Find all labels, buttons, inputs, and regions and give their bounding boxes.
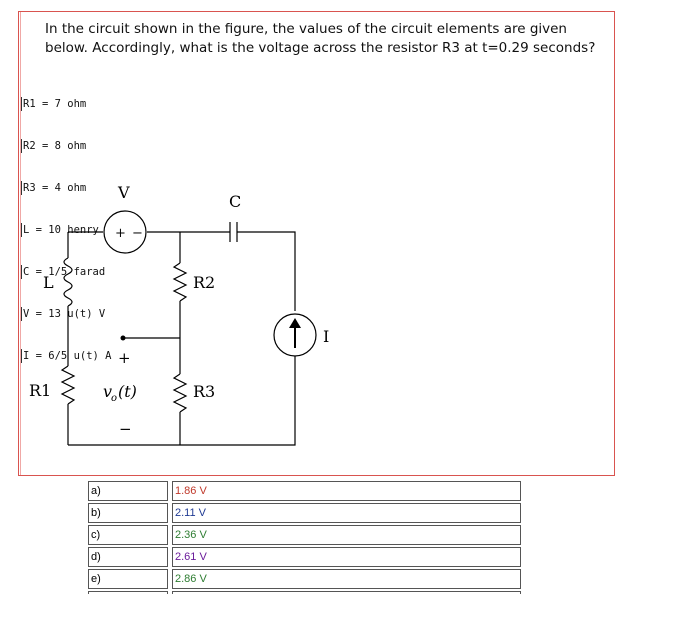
option-value: 2.36 V bbox=[172, 525, 521, 545]
label-r1: R1 bbox=[29, 381, 51, 400]
question-text: In the circuit shown in the figure, the … bbox=[45, 21, 596, 56]
param-r2: R2 = 8 ohm bbox=[21, 139, 112, 153]
option-d[interactable]: d) 2.61 V bbox=[88, 547, 521, 567]
label-vo-arg: (t) bbox=[118, 382, 137, 401]
label-r3: R3 bbox=[193, 382, 215, 401]
label-r2: R2 bbox=[193, 273, 215, 292]
param-c: C = 1/5 farad bbox=[21, 265, 112, 279]
label-plus: + bbox=[118, 349, 131, 367]
voltage-source-circle bbox=[103, 210, 147, 254]
param-r3: R3 = 4 ohm bbox=[21, 181, 112, 195]
option-value: 2.11 V bbox=[172, 503, 521, 523]
option-value: 1.86 V bbox=[172, 481, 521, 501]
param-l: L = 10 henry bbox=[21, 223, 112, 237]
label-vs-plus: + bbox=[115, 226, 126, 241]
label-vo: v bbox=[103, 382, 112, 401]
label-vo-sub: o bbox=[111, 393, 117, 404]
option-value: 2.86 V bbox=[172, 569, 521, 589]
option-letter: c) bbox=[88, 525, 168, 545]
answer-options: a) 1.86 V b) 2.11 V c) 2.36 V d) 2.61 V … bbox=[88, 481, 521, 594]
option-letter: e) bbox=[88, 569, 168, 589]
label-i: I bbox=[323, 327, 329, 346]
label-vs-minus: − bbox=[132, 226, 143, 241]
label-l: L bbox=[43, 273, 54, 292]
label-v: V bbox=[117, 183, 130, 202]
question-frame bbox=[18, 11, 615, 476]
option-row-cutoff bbox=[88, 591, 521, 594]
option-letter: b) bbox=[88, 503, 168, 523]
option-value: 2.61 V bbox=[172, 547, 521, 567]
resistor-r1-zigzag bbox=[60, 365, 76, 405]
param-i: I = 6/5 u(t) A bbox=[21, 349, 112, 363]
frame-inner-line bbox=[20, 12, 21, 475]
circuit-diagram: V + − C L R2 I + R1 v o (t) R3 − bbox=[29, 183, 329, 446]
param-v: V = 13 u(t) V bbox=[21, 307, 112, 321]
option-letter: a) bbox=[88, 481, 168, 501]
resistor-r3-zigzag bbox=[172, 373, 188, 413]
option-b[interactable]: b) 2.11 V bbox=[88, 503, 521, 523]
inductor-coil bbox=[63, 257, 73, 307]
param-r1: R1 = 7 ohm bbox=[21, 97, 112, 111]
parameter-list: R1 = 7 ohm R2 = 8 ohm R3 = 4 ohm L = 10 … bbox=[21, 69, 112, 377]
current-arrow-head bbox=[289, 318, 301, 328]
option-e[interactable]: e) 2.86 V bbox=[88, 569, 521, 589]
label-c: C bbox=[229, 192, 241, 211]
wire-capacitor-right bbox=[237, 231, 296, 311]
label-minus: − bbox=[119, 420, 132, 438]
output-terminal-dot bbox=[120, 335, 126, 341]
option-letter: d) bbox=[88, 547, 168, 567]
resistor-r2-zigzag bbox=[172, 262, 188, 302]
option-a[interactable]: a) 1.86 V bbox=[88, 481, 521, 501]
option-c[interactable]: c) 2.36 V bbox=[88, 525, 521, 545]
wire-bottom bbox=[68, 356, 296, 446]
